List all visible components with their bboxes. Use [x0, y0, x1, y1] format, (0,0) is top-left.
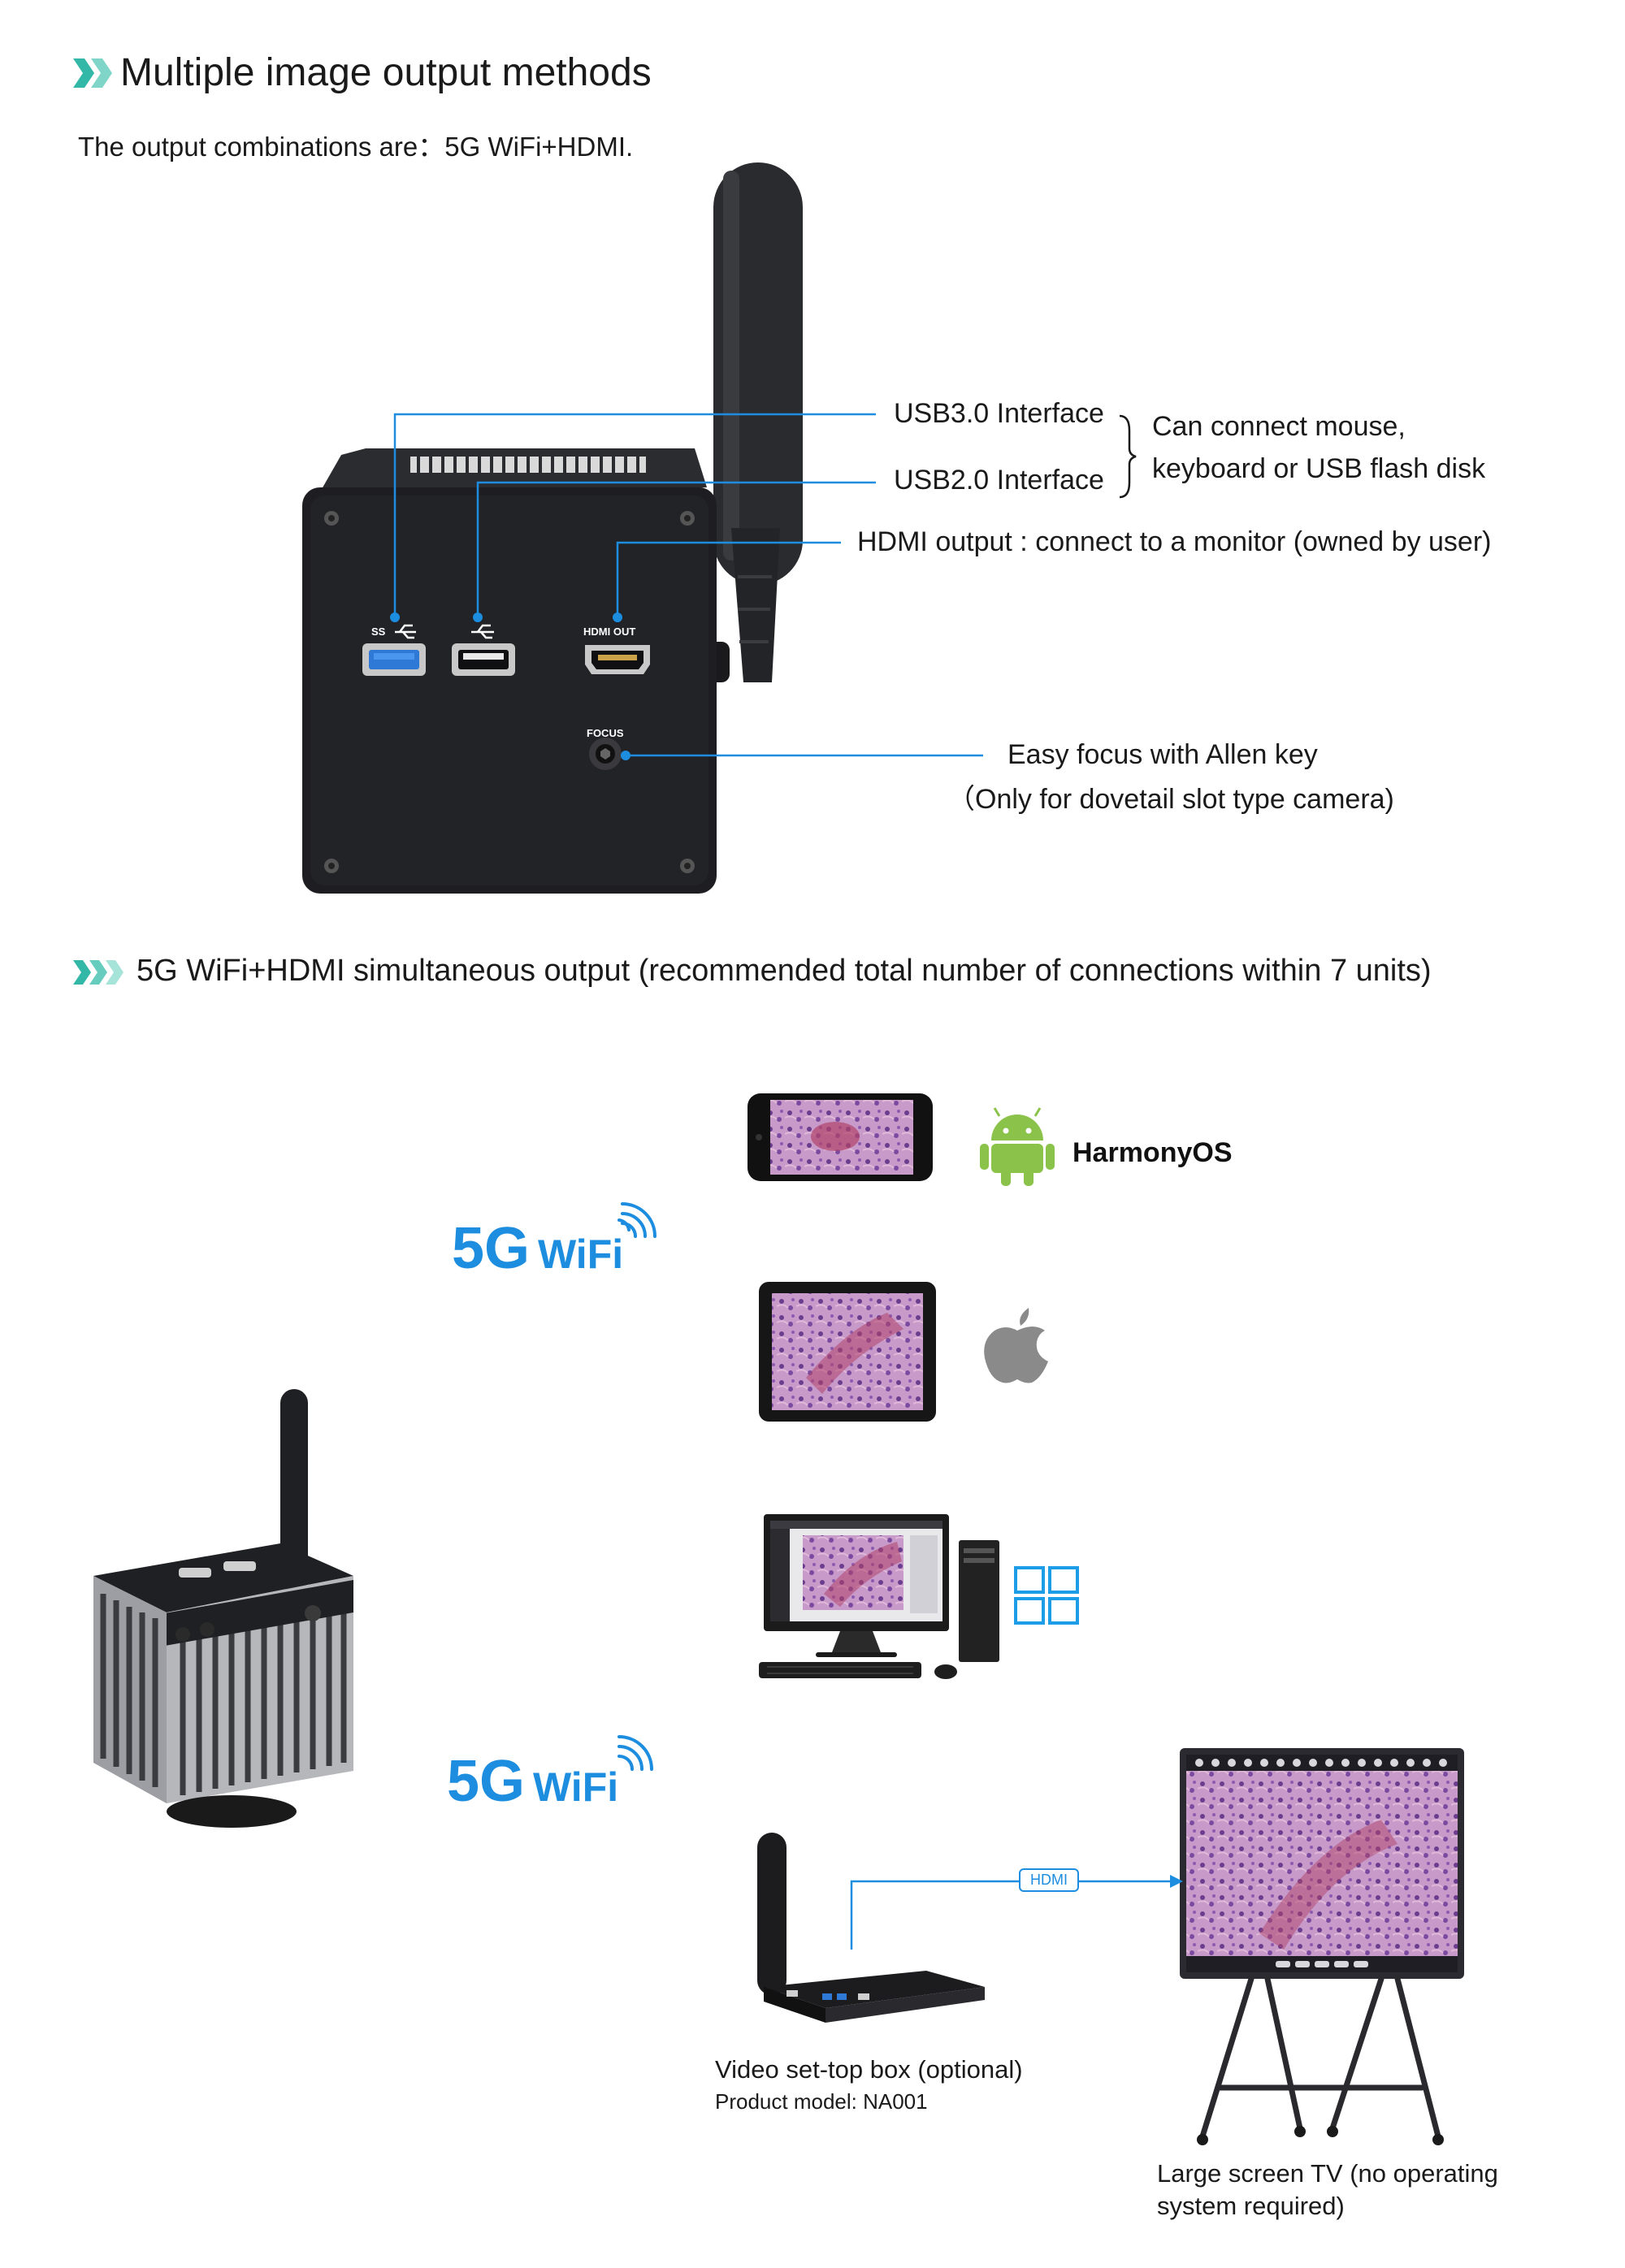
set-top-box-icon	[757, 1833, 985, 2023]
stb-model: Product model: NA001	[715, 2089, 928, 2114]
usb-note-line1: Can connect mouse,	[1152, 411, 1406, 442]
usb2-port-icon	[452, 643, 515, 676]
focus-knob-icon	[589, 738, 622, 770]
wifi-badge-top-big: 5G	[452, 1216, 531, 1281]
wifi-badge-bottom-small: WiFi	[533, 1764, 619, 1810]
triple-chevron-icon	[73, 960, 124, 985]
hdmi-link-label: HDMI	[1019, 1868, 1079, 1892]
section-subtitle: The output combinations are：5G WiFi+HDMI…	[78, 132, 634, 162]
apple-logo-icon	[984, 1308, 1048, 1383]
usb3-port-label: SS	[371, 625, 386, 638]
antenna-icon	[697, 162, 803, 682]
wifi-badge-bottom-big: 5G	[447, 1749, 526, 1814]
harmonyos-logo: HarmonyOS	[1072, 1137, 1233, 1168]
wifi-signal-icon	[618, 1202, 656, 1238]
large-screen-tv-icon	[1180, 1748, 1464, 2145]
hdmi-callout: HDMI output : connect to a monitor (owne…	[857, 526, 1492, 557]
usb3-port-icon	[362, 643, 426, 676]
section2-title: 5G WiFi+HDMI simultaneous output (recomm…	[136, 954, 1432, 988]
smartphone-icon	[748, 1093, 933, 1181]
section-title: Multiple image output methods	[120, 51, 652, 94]
tv-caption-line2: system required)	[1157, 2192, 1345, 2220]
usb-symbol-icon	[471, 624, 494, 639]
wifi-signal-icon	[618, 1735, 653, 1771]
camera-3d-illustration	[93, 1389, 353, 1828]
hdmi-port-icon	[585, 645, 650, 674]
windows-logo-icon	[1014, 1566, 1079, 1625]
callout-lines	[390, 413, 1137, 760]
double-chevron-icon	[73, 58, 112, 88]
tablet-icon	[759, 1282, 936, 1422]
usb3-callout: USB3.0 Interface	[894, 398, 1104, 429]
focus-callout-line1: Easy focus with Allen key	[1008, 739, 1318, 770]
usb2-callout: USB2.0 Interface	[894, 465, 1104, 496]
hdmi-connection-line	[850, 1875, 1183, 1950]
usb-note-line2: keyboard or USB flash disk	[1152, 453, 1486, 484]
android-logo-icon	[980, 1107, 1055, 1186]
tv-caption-line1: Large screen TV (no operating	[1157, 2159, 1498, 2188]
focus-callout-line2: （Only for dovetail slot type camera)	[947, 784, 1394, 815]
brace-icon	[1119, 414, 1137, 499]
wifi-badge-top-small: WiFi	[538, 1231, 624, 1277]
usb3-symbol-icon	[395, 624, 416, 639]
stb-caption: Video set-top box (optional)	[715, 2055, 1023, 2084]
hdmi-port-label: HDMI OUT	[583, 625, 636, 638]
camera-rear-illustration	[302, 162, 803, 894]
focus-label: FOCUS	[587, 727, 624, 739]
desktop-computer-icon	[759, 1514, 999, 1679]
